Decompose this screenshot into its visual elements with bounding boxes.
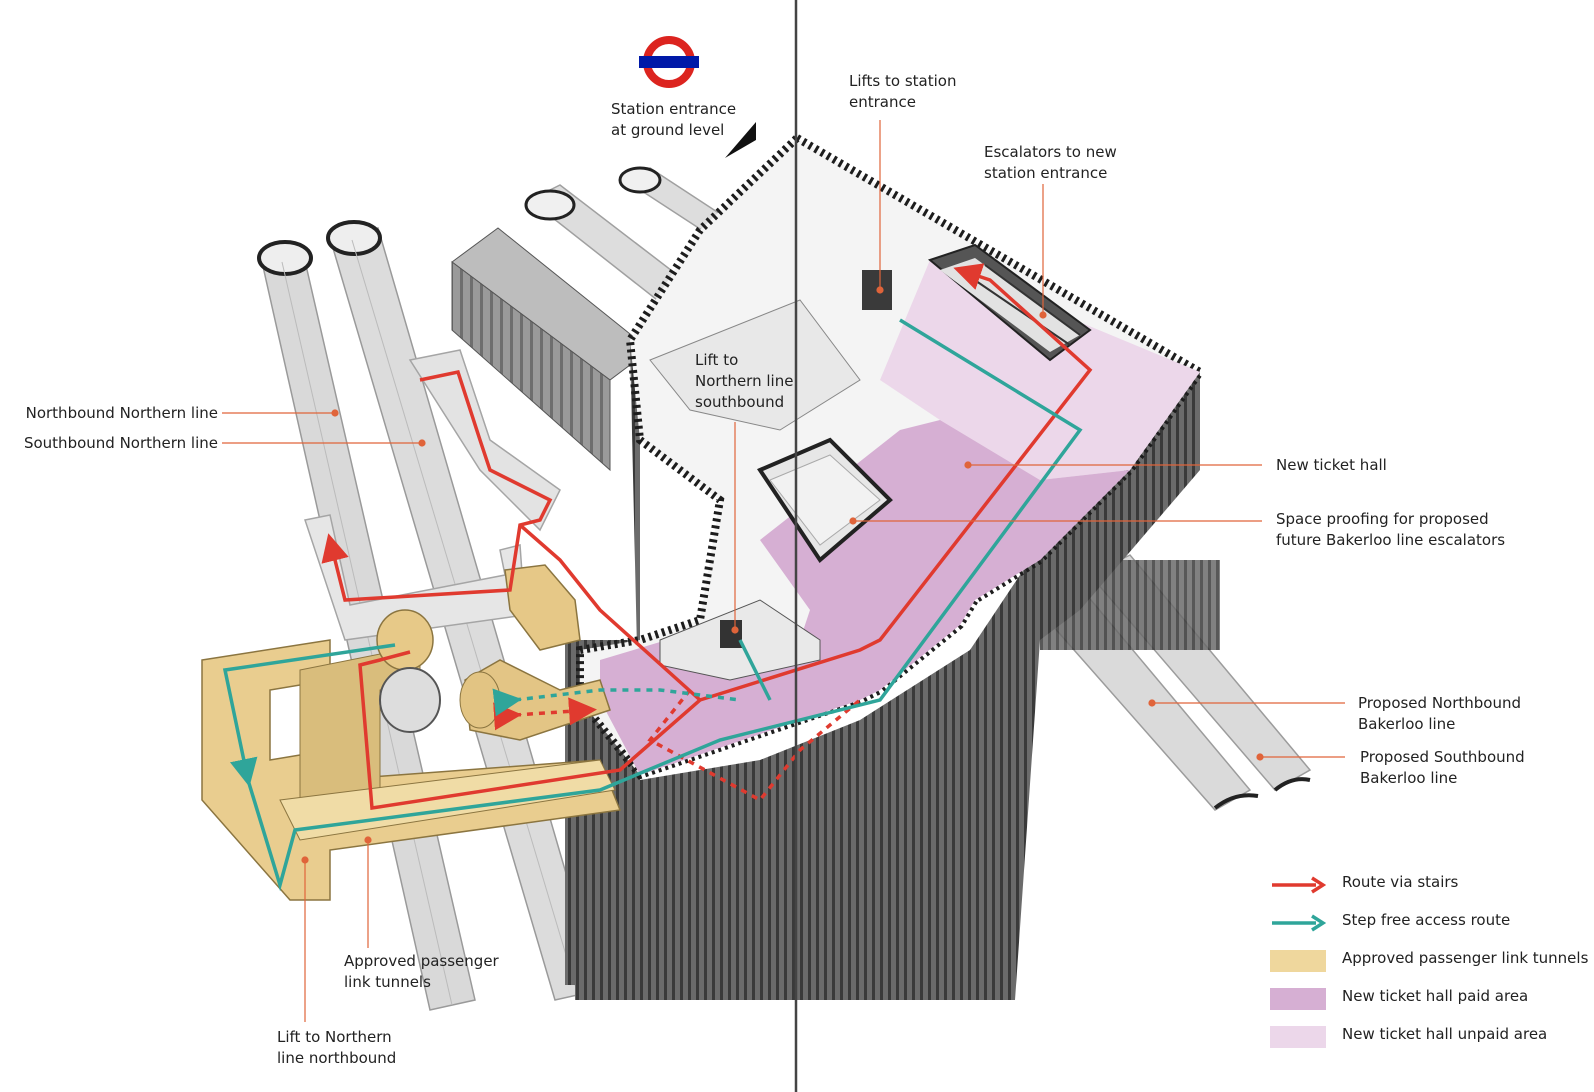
- legend-label: Step free access route: [1342, 911, 1511, 929]
- label-new-ticket-hall: New ticket hall: [1276, 456, 1387, 474]
- label-line: Approved passenger: [344, 952, 499, 970]
- london-underground-roundel-icon: [639, 36, 699, 88]
- label-line: southbound: [695, 393, 785, 411]
- label-line: Northern line: [695, 372, 794, 390]
- legend-label: Approved passenger link tunnels: [1342, 949, 1589, 967]
- label-lift-northern-northbound: Lift to Northern line northbound: [277, 1027, 396, 1069]
- purple-swatch: [1270, 988, 1326, 1010]
- legend-item-paid-area: New ticket hall paid area: [1270, 982, 1590, 1020]
- label-line: future Bakerloo line escalators: [1276, 531, 1506, 549]
- step-free-route: [222, 318, 1083, 892]
- label-line: Bakerloo line: [1360, 769, 1458, 787]
- legend-label: Route via stairs: [1342, 873, 1459, 891]
- tan-swatch: [1270, 950, 1326, 972]
- label-line: entrance: [849, 93, 916, 111]
- label-space-proofing: Space proofing for proposed future Baker…: [1276, 509, 1505, 551]
- label-southbound-northern: Southbound Northern line: [23, 434, 218, 452]
- legend: Route via stairs Step free access route …: [1270, 868, 1590, 1058]
- southbound-northern-tunnel-end: [326, 220, 382, 256]
- label-line: Lift to: [695, 351, 739, 369]
- label-northbound-northern: Northbound Northern line: [25, 404, 218, 422]
- label-line: Proposed Northbound: [1358, 694, 1522, 712]
- legend-label: New ticket hall unpaid area: [1342, 1025, 1548, 1043]
- label-line: link tunnels: [344, 973, 431, 991]
- label-approved-link-tunnels: Approved passenger link tunnels: [344, 951, 499, 993]
- label-line: Lift to Northern: [277, 1028, 392, 1046]
- legend-label: New ticket hall paid area: [1342, 987, 1529, 1005]
- entrance-direction-icon: [725, 122, 756, 158]
- leader-lines: [222, 120, 1345, 1022]
- legend-item-step-free: Step free access route: [1270, 906, 1590, 944]
- label-line: line northbound: [277, 1049, 397, 1067]
- label-line: Space proofing for proposed: [1276, 510, 1489, 528]
- label-line: Station entrance: [611, 100, 737, 118]
- route-via-stairs: [321, 263, 1093, 811]
- label-proposed-nb-bakerloo: Proposed Northbound Bakerloo line: [1358, 693, 1521, 735]
- label-line: Lifts to station: [849, 72, 957, 90]
- red-arrow-icon: [1272, 876, 1326, 894]
- label-station-entrance: Station entrance at ground level: [611, 99, 736, 141]
- legend-item-stairs: Route via stairs: [1270, 868, 1590, 906]
- label-escalators-to-new-entrance: Escalators to new station entrance: [984, 142, 1117, 184]
- northbound-northern-tunnel-end: [257, 240, 313, 276]
- light-purple-swatch: [1270, 1026, 1326, 1048]
- label-lift-northern-southbound: Lift to Northern line southbound: [695, 350, 793, 413]
- label-line: station entrance: [984, 164, 1108, 182]
- legend-item-link-tunnels: Approved passenger link tunnels: [1270, 944, 1590, 982]
- label-lifts-to-station-entrance: Lifts to station entrance: [849, 71, 956, 113]
- label-line: Proposed Southbound: [1360, 748, 1525, 766]
- label-proposed-sb-bakerloo: Proposed Southbound Bakerloo line: [1360, 747, 1525, 789]
- label-line: Bakerloo line: [1358, 715, 1456, 733]
- label-line: at ground level: [611, 121, 725, 139]
- label-line: Escalators to new: [984, 143, 1117, 161]
- teal-arrow-icon: [1272, 914, 1326, 932]
- legend-item-unpaid-area: New ticket hall unpaid area: [1270, 1020, 1590, 1058]
